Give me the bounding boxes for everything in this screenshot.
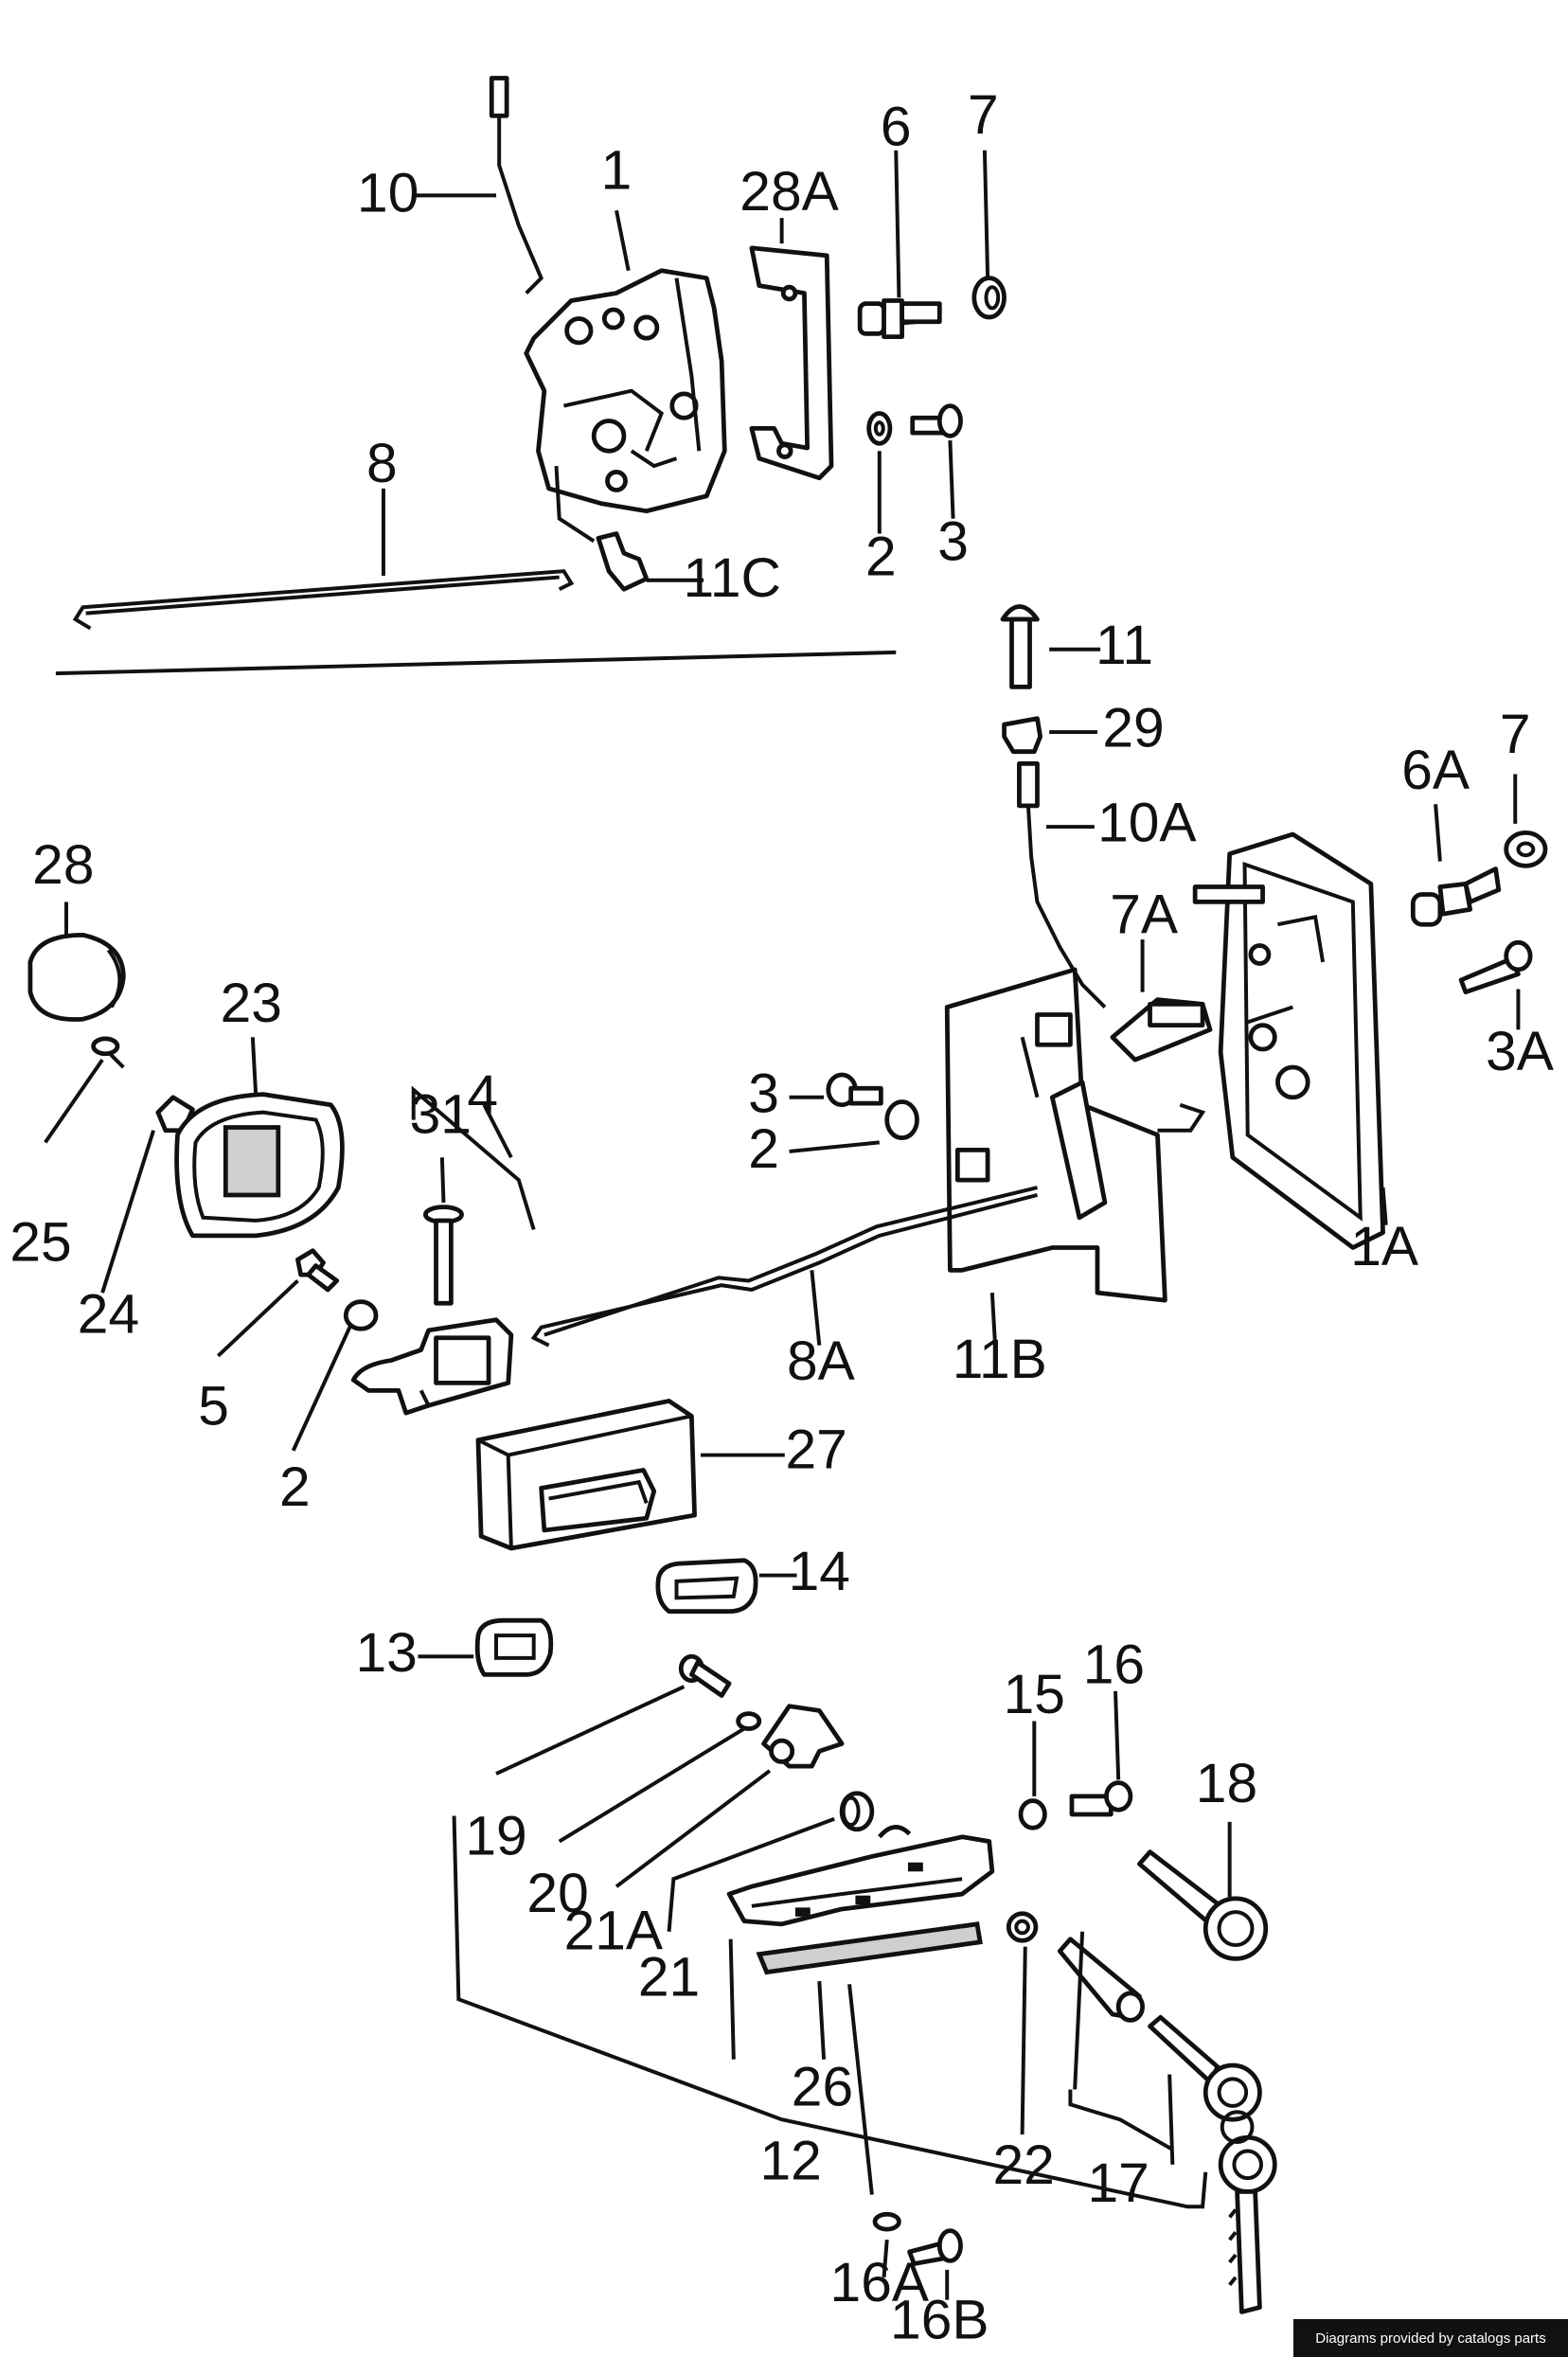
callout-6A: 6A <box>1401 740 1470 801</box>
escutcheon-23 <box>174 1092 345 1239</box>
callout-25: 25 <box>9 1211 71 1273</box>
callout-7-right: 7 <box>1500 704 1531 765</box>
callout-26: 26 <box>792 2057 853 2118</box>
callout-10: 10 <box>357 162 419 223</box>
callout-16A: 16A <box>830 2252 930 2313</box>
callout-11C: 11C <box>684 547 781 609</box>
cap-28 <box>27 932 126 1022</box>
grommet-29 <box>1002 716 1043 755</box>
washer-2-mid <box>884 1099 919 1141</box>
screw-3A <box>1458 939 1533 995</box>
outer-handle-12 <box>726 1825 995 1927</box>
rod-10A <box>1017 761 1107 1009</box>
section-separator <box>55 650 897 676</box>
lock-plate-21A <box>761 1704 845 1769</box>
link-7A <box>1110 997 1213 1062</box>
callout-31: 31 <box>410 1084 472 1146</box>
callout-16B: 16B <box>890 2290 989 2351</box>
washer-2 <box>866 411 893 446</box>
screw-3-mid <box>826 1072 883 1108</box>
screw-3 <box>910 403 963 438</box>
lock-knob-11 <box>1000 604 1040 689</box>
callout-6: 6 <box>881 97 912 158</box>
callout-21A: 21A <box>564 1900 664 1961</box>
rod-8 <box>72 569 575 631</box>
callout-8A: 8A <box>787 1330 856 1392</box>
cap-7 <box>971 276 1007 320</box>
gasket-13 <box>474 1617 554 1677</box>
plate-28A <box>749 245 834 481</box>
callout-27: 27 <box>785 1420 846 1481</box>
callout-3A: 3A <box>1486 1021 1555 1082</box>
callout-28: 28 <box>32 834 94 896</box>
screw-25 <box>91 1036 125 1069</box>
washer-20 <box>736 1711 762 1731</box>
screw-19 <box>678 1653 732 1698</box>
rod-10 <box>489 76 543 295</box>
screw-5 <box>295 1248 340 1293</box>
callout-28A: 28A <box>739 161 839 223</box>
callout-1: 1 <box>601 140 633 202</box>
bolt-6A <box>1410 866 1502 927</box>
callout-23: 23 <box>221 973 282 1034</box>
nut-22 <box>1006 1911 1039 1943</box>
callout-21: 21 <box>638 1947 700 2009</box>
keys-17 <box>1148 2014 1277 2314</box>
callout-18: 18 <box>1196 1753 1257 1814</box>
callout-19: 19 <box>465 1805 526 1866</box>
callout-7: 7 <box>968 84 999 146</box>
callout-24: 24 <box>78 1284 139 1346</box>
callout-3-mid: 3 <box>748 1062 779 1124</box>
callout-15: 15 <box>1004 1664 1065 1725</box>
catalog-credit-footer: Diagrams provided by catalogs parts <box>1293 2319 1568 2357</box>
callout-5: 5 <box>198 1375 229 1437</box>
rod-8A <box>530 1186 1038 1348</box>
clip-16A <box>872 2211 901 2232</box>
lock-housing-1A <box>1157 831 1385 1250</box>
callout-2-top: 2 <box>865 527 897 588</box>
bolt-6 <box>857 298 942 339</box>
clip-11C <box>596 531 650 592</box>
callout-12: 12 <box>759 2130 821 2191</box>
cap-15 <box>1018 1798 1047 1830</box>
screw-16 <box>1069 1780 1133 1817</box>
callout-2-left: 2 <box>279 1456 311 1518</box>
callout-22: 22 <box>993 2134 1055 2196</box>
callout-10A: 10A <box>1097 793 1197 854</box>
callout-11B: 11B <box>953 1329 1047 1390</box>
lock-cylinder-17 <box>1057 1937 1145 2023</box>
callout-11: 11 <box>1096 615 1153 676</box>
callout-2-mid: 2 <box>748 1118 779 1180</box>
key-18 <box>1137 1849 1269 1961</box>
callout-16: 16 <box>1083 1634 1145 1695</box>
callout-13: 13 <box>355 1622 417 1684</box>
washer-7 <box>1504 830 1548 868</box>
callout-29: 29 <box>1102 698 1164 759</box>
callout-14: 14 <box>789 1541 850 1602</box>
callout-4: 4 <box>467 1064 498 1126</box>
bracket-11B <box>944 967 1167 1303</box>
screw-16B <box>907 2228 963 2266</box>
door-lock-mechanism-1 <box>524 268 727 544</box>
spring-21 <box>839 1791 875 1832</box>
washer-2-left <box>343 1299 379 1331</box>
gasket-14 <box>655 1558 758 1615</box>
trim-strip-26 <box>756 1921 983 1975</box>
callout-3-top: 3 <box>937 511 969 573</box>
pin-31 <box>423 1205 464 1306</box>
seal-block-27 <box>475 1399 697 1551</box>
callout-20: 20 <box>526 1863 588 1924</box>
callout-1A: 1A <box>1350 1216 1419 1277</box>
callout-17: 17 <box>1088 2152 1149 2214</box>
handle-lever-4 <box>350 1317 514 1416</box>
callout-7A: 7A <box>1110 884 1179 945</box>
callout-8: 8 <box>366 433 398 494</box>
